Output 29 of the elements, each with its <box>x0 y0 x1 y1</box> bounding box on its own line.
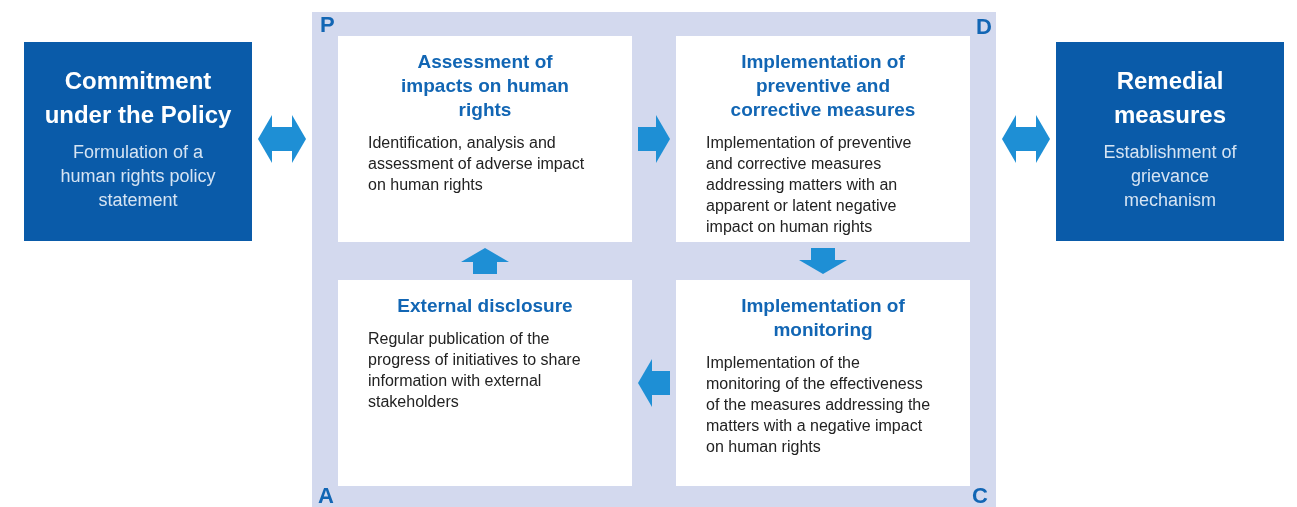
policy-box <box>1056 42 1284 241</box>
step-box <box>676 36 970 242</box>
block-arrow <box>461 248 509 274</box>
box-description: Formulation of a human rights policy statement <box>59 141 217 212</box>
block-arrow <box>638 359 670 407</box>
step-heading: External disclosure <box>396 294 574 318</box>
step-heading: Assessment of impacts on human rights <box>400 50 570 122</box>
step-heading: Implementation of preventive and corrective measures <box>729 50 917 122</box>
step-description: Implementation of preventive and corrective measures addressing matters with an apparent or latent negative impact on human rights <box>705 133 913 237</box>
box-heading: Remedial measures <box>1112 66 1228 130</box>
box-description: Establishment of grievance mechanism <box>1102 141 1238 212</box>
step-box <box>338 280 632 486</box>
box-heading: Commitment under the Policy <box>43 66 233 130</box>
block-arrow <box>1002 115 1050 163</box>
step-box <box>676 280 970 486</box>
step-heading: Implementation of monitoring <box>740 294 906 342</box>
step-box <box>338 36 632 242</box>
phase-letter: P <box>320 14 335 36</box>
block-arrow <box>638 115 670 163</box>
block-arrow <box>799 248 847 274</box>
cycle-panel <box>312 12 996 507</box>
step-description: Regular publication of the progress of initiatives to share information with external stakeholders <box>367 329 582 412</box>
policy-box <box>24 42 252 241</box>
step-description: Identification, analysis and assessment of adverse impact on human rights <box>367 133 586 195</box>
phase-letter: A <box>318 485 334 507</box>
phase-letter: D <box>976 16 992 38</box>
phase-letter: C <box>972 485 988 507</box>
step-description: Implementation of the monitoring of the effectiveness of the measures addressing the matters with a negative impact on human rights <box>705 353 932 457</box>
block-arrow <box>258 115 306 163</box>
